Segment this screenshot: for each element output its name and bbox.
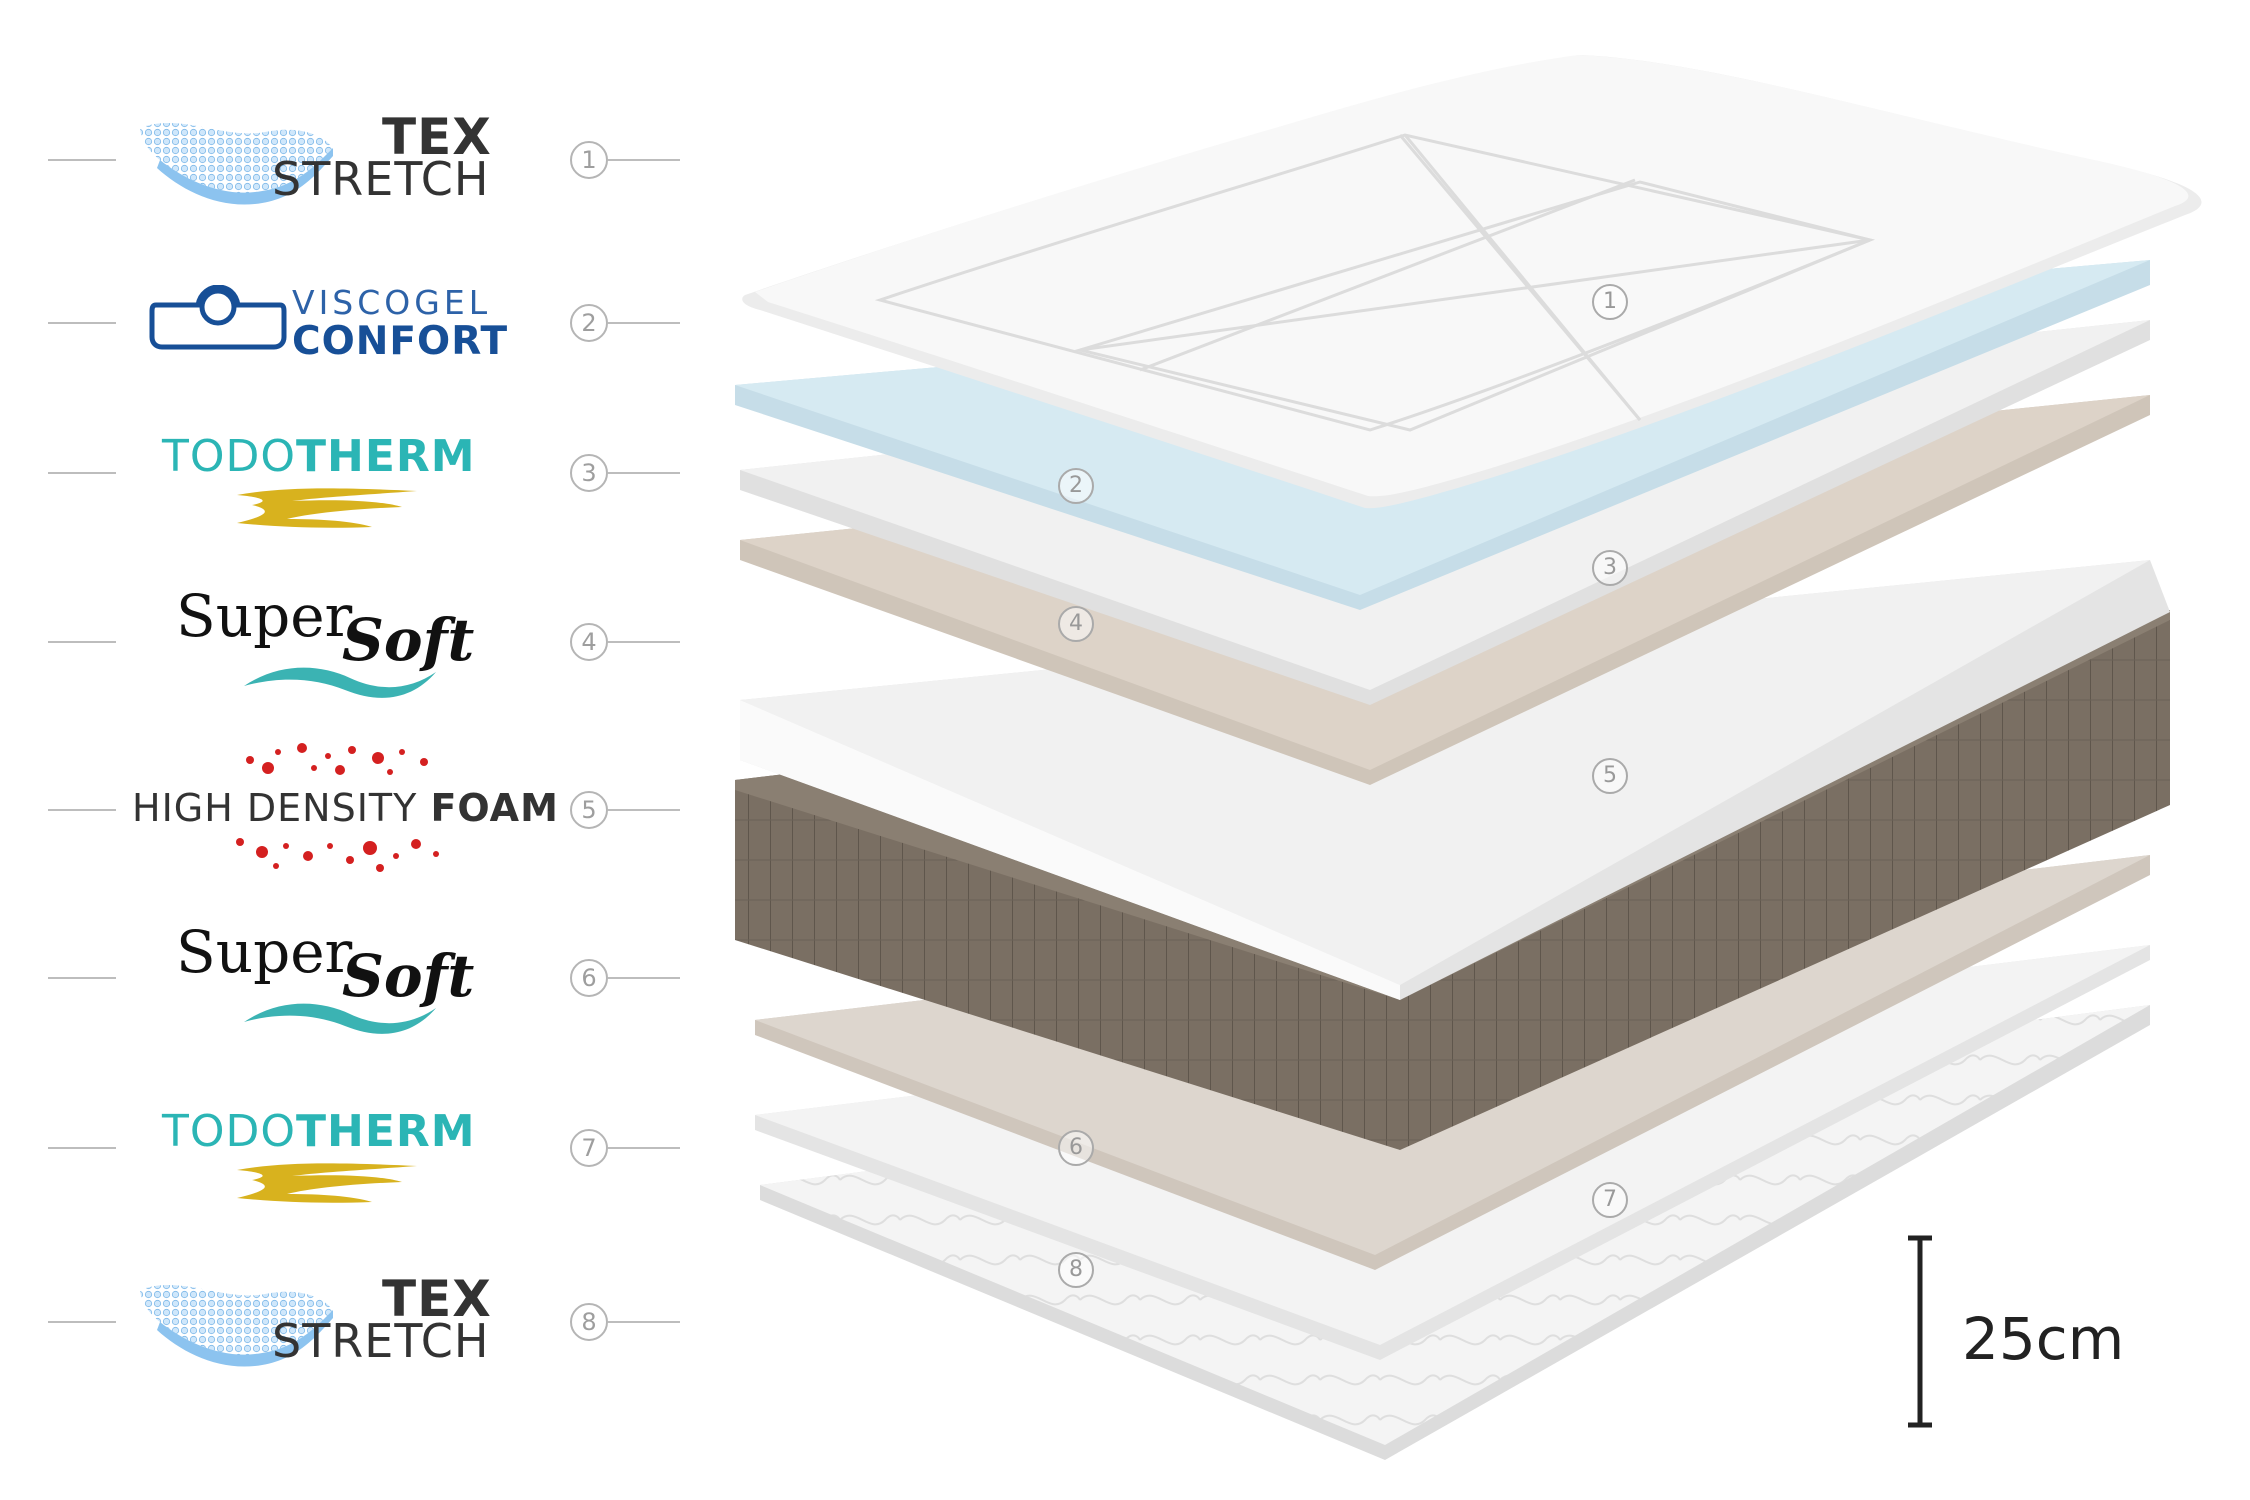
layer-number-4: 4 xyxy=(1058,606,1094,642)
tex-stretch-wave-icon xyxy=(140,1284,333,1367)
viscogel-confort-logo: VISCOGEL CONFORT xyxy=(120,263,560,383)
legend-dash-left xyxy=(48,472,116,474)
todotherm-swoosh-icon xyxy=(237,488,417,528)
high-density-foam-word: HIGH DENSITY FOAM xyxy=(132,786,559,830)
legend-dash-left xyxy=(48,1321,116,1323)
legend-row-3: TODOTHERM 3 xyxy=(0,413,690,533)
todotherm-word: TODOTHERM xyxy=(162,431,476,482)
stretch-word: STRETCH xyxy=(272,1314,490,1368)
legend-dash-right xyxy=(608,472,680,474)
legend-number-badge: 5 xyxy=(570,791,608,829)
legend-dash-left xyxy=(48,809,116,811)
legend-number-badge: 1 xyxy=(570,141,608,179)
height-dimension-marker xyxy=(1908,1235,1932,1428)
legend-dash-right xyxy=(608,977,680,979)
height-label: 25cm xyxy=(1962,1305,2125,1373)
tex-word: TEX xyxy=(382,108,492,166)
todotherm-logo: TODOTHERM xyxy=(120,413,560,533)
legend-dash-left xyxy=(48,977,116,979)
legend-dash-right xyxy=(608,641,680,643)
legend-number-badge: 8 xyxy=(570,1303,608,1341)
legend-dash-left xyxy=(48,1147,116,1149)
soft-word: Soft xyxy=(342,942,475,1010)
supersoft-logo: Super Soft xyxy=(120,918,560,1038)
viscogel-pillow-icon xyxy=(149,285,287,350)
legend-dash-right xyxy=(608,1147,680,1149)
layer-number-1: 1 xyxy=(1592,284,1628,320)
legend-number-badge: 7 xyxy=(570,1129,608,1167)
legend-dash-left xyxy=(48,322,116,324)
legend-row-4: Super Soft 4 xyxy=(0,582,690,702)
layer-number-8: 8 xyxy=(1058,1252,1094,1288)
legend-dash-right xyxy=(608,809,680,811)
legend-row-7: TODOTHERM 7 xyxy=(0,1088,690,1208)
layer-number-5: 5 xyxy=(1592,758,1628,794)
layer-1-top-cover xyxy=(742,55,2202,509)
supersoft-wave-icon xyxy=(244,667,436,698)
confort-word: CONFORT xyxy=(292,319,509,364)
legend-row-8: TEX STRETCH 8 xyxy=(0,1262,690,1382)
layer-number-3: 3 xyxy=(1592,550,1628,586)
stretch-word: STRETCH xyxy=(272,152,490,206)
high-density-foam-logo: HIGH DENSITY FOAM xyxy=(120,743,560,872)
legend-row-1: TEX STRETCH 1 xyxy=(0,100,690,220)
legend-dash-right xyxy=(608,159,680,161)
tex-stretch-logo: TEX STRETCH xyxy=(120,1262,560,1382)
legend-dash-left xyxy=(48,641,116,643)
tex-stretch-logo: TEX STRETCH xyxy=(120,100,560,220)
legend-row-5: HIGH DENSITY FOAM 5 xyxy=(0,743,690,872)
legend-number-badge: 4 xyxy=(570,623,608,661)
legend-number-badge: 2 xyxy=(570,304,608,342)
foam-dots-icon xyxy=(236,743,439,872)
legend-row-6: Super Soft 6 xyxy=(0,918,690,1038)
todotherm-word: TODOTHERM xyxy=(162,1106,476,1157)
super-word: Super xyxy=(176,918,353,986)
todotherm-swoosh-icon xyxy=(237,1163,417,1203)
supersoft-wave-icon xyxy=(244,1003,436,1034)
super-word: Super xyxy=(176,582,353,650)
layer-number-7: 7 xyxy=(1592,1182,1628,1218)
layer-number-2: 2 xyxy=(1058,468,1094,504)
legend-row-2: VISCOGEL CONFORT 2 xyxy=(0,263,690,383)
viscogel-word: VISCOGEL xyxy=(292,283,492,322)
supersoft-logo: Super Soft xyxy=(120,582,560,702)
legend-dash-left xyxy=(48,159,116,161)
tex-stretch-wave-icon xyxy=(140,122,333,205)
legend-dash-right xyxy=(608,1321,680,1323)
todotherm-logo: TODOTHERM xyxy=(120,1088,560,1208)
legend-dash-right xyxy=(608,322,680,324)
layer-number-6: 6 xyxy=(1058,1130,1094,1166)
soft-word: Soft xyxy=(342,606,475,674)
tex-word: TEX xyxy=(382,1270,492,1328)
legend-number-badge: 6 xyxy=(570,959,608,997)
legend-number-badge: 3 xyxy=(570,454,608,492)
